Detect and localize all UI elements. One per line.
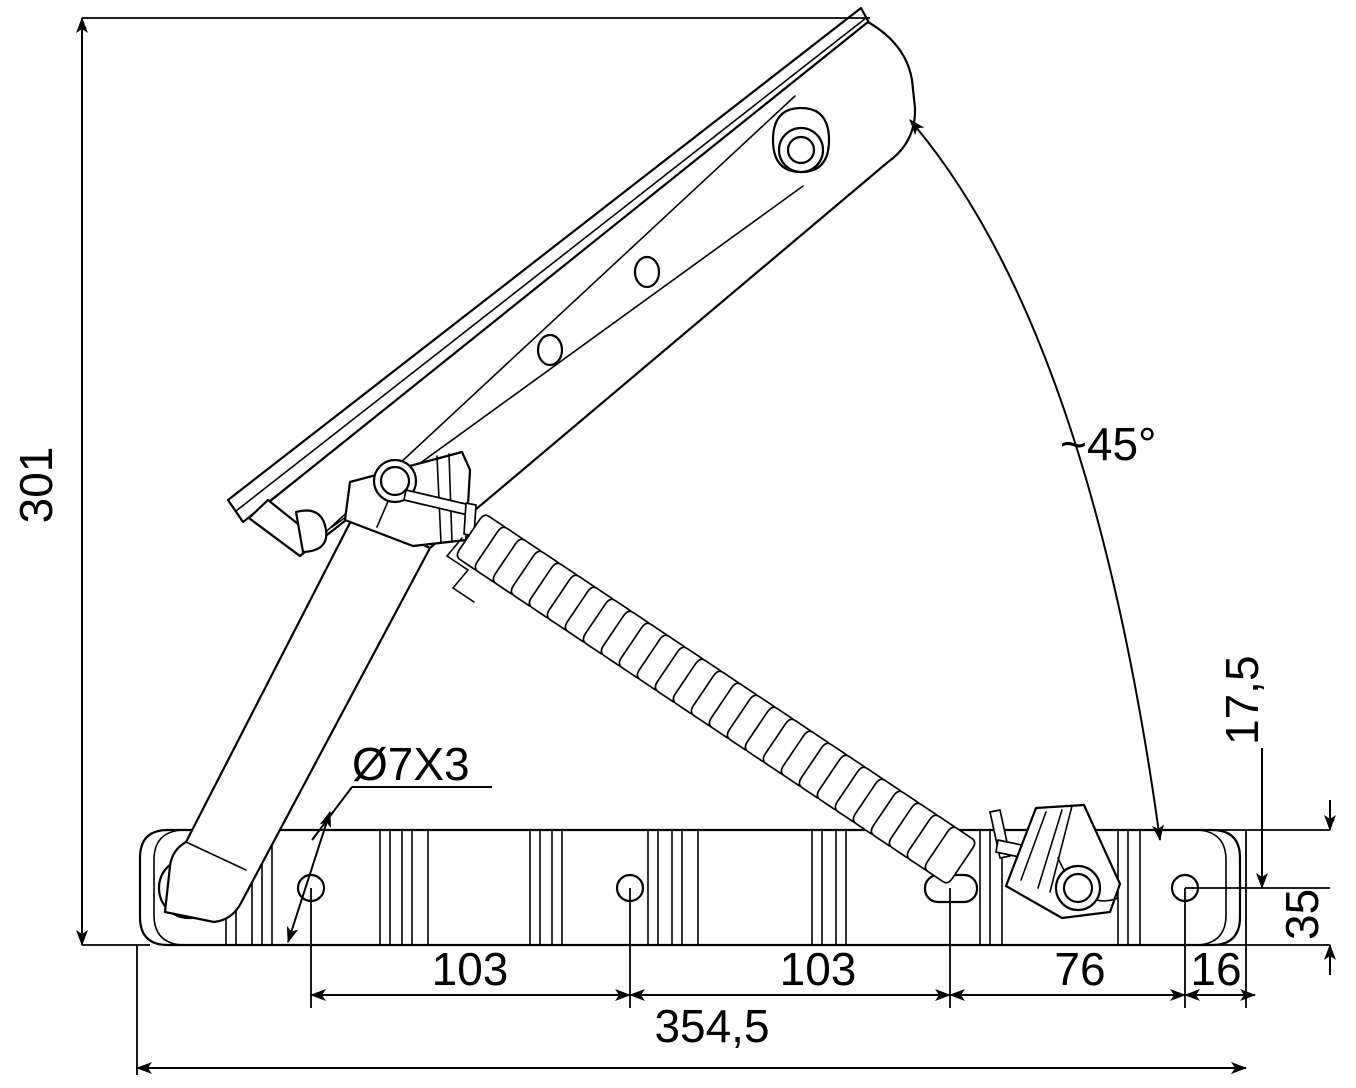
dimension-label-76: 76 xyxy=(1054,943,1105,995)
dimension-label-301: 301 xyxy=(10,447,62,524)
d-shaped-cutout xyxy=(294,509,328,554)
top-pivot-hole xyxy=(786,135,816,165)
base-rail-ribs-3 xyxy=(529,829,563,946)
dimension-overall-height: 301 xyxy=(10,17,870,946)
upper-arm-plate xyxy=(247,20,917,558)
dimension-label-16: 16 xyxy=(1190,943,1241,995)
dimension-label-103-a: 103 xyxy=(432,943,509,995)
angle-annotation: ~45° xyxy=(909,119,1164,841)
base-rail-ribs-2 xyxy=(379,829,429,946)
right-vertical-dimensions: 17,5 35 xyxy=(1185,655,1336,975)
tension-spring xyxy=(403,489,1065,884)
base-rail-left-corner-detail xyxy=(153,829,183,946)
upper-bracket-pivot-hole xyxy=(379,465,411,497)
upper-cover-plate-fold xyxy=(235,17,867,512)
callout-leader-arrow xyxy=(286,811,332,943)
dimension-label-17-5: 17,5 xyxy=(1216,655,1268,745)
angle-arc xyxy=(909,119,1164,841)
hole-callout-annotation: Ø7X3 xyxy=(286,738,492,943)
upper-arm-assembly xyxy=(226,6,917,558)
lower-bracket-pivot-hole xyxy=(1062,872,1094,904)
lower-link-arm-joint-line xyxy=(185,841,247,871)
upper-bracket-fold-2 xyxy=(448,453,453,543)
dimension-label-103-b: 103 xyxy=(780,943,857,995)
dimension-label-354-5: 354,5 xyxy=(654,1000,769,1052)
bottom-dimension-chain: 103 103 76 16 354,5 xyxy=(136,830,1256,1075)
dimension-label-35: 35 xyxy=(1276,889,1328,940)
angle-label: ~45° xyxy=(1060,418,1156,470)
arm-hole-lower xyxy=(536,333,564,367)
base-rail-ribs-5 xyxy=(811,829,847,946)
arm-hole-upper xyxy=(633,255,661,289)
hole-callout-label: Ø7X3 xyxy=(352,738,470,790)
base-rail-ribs-4 xyxy=(647,829,699,946)
